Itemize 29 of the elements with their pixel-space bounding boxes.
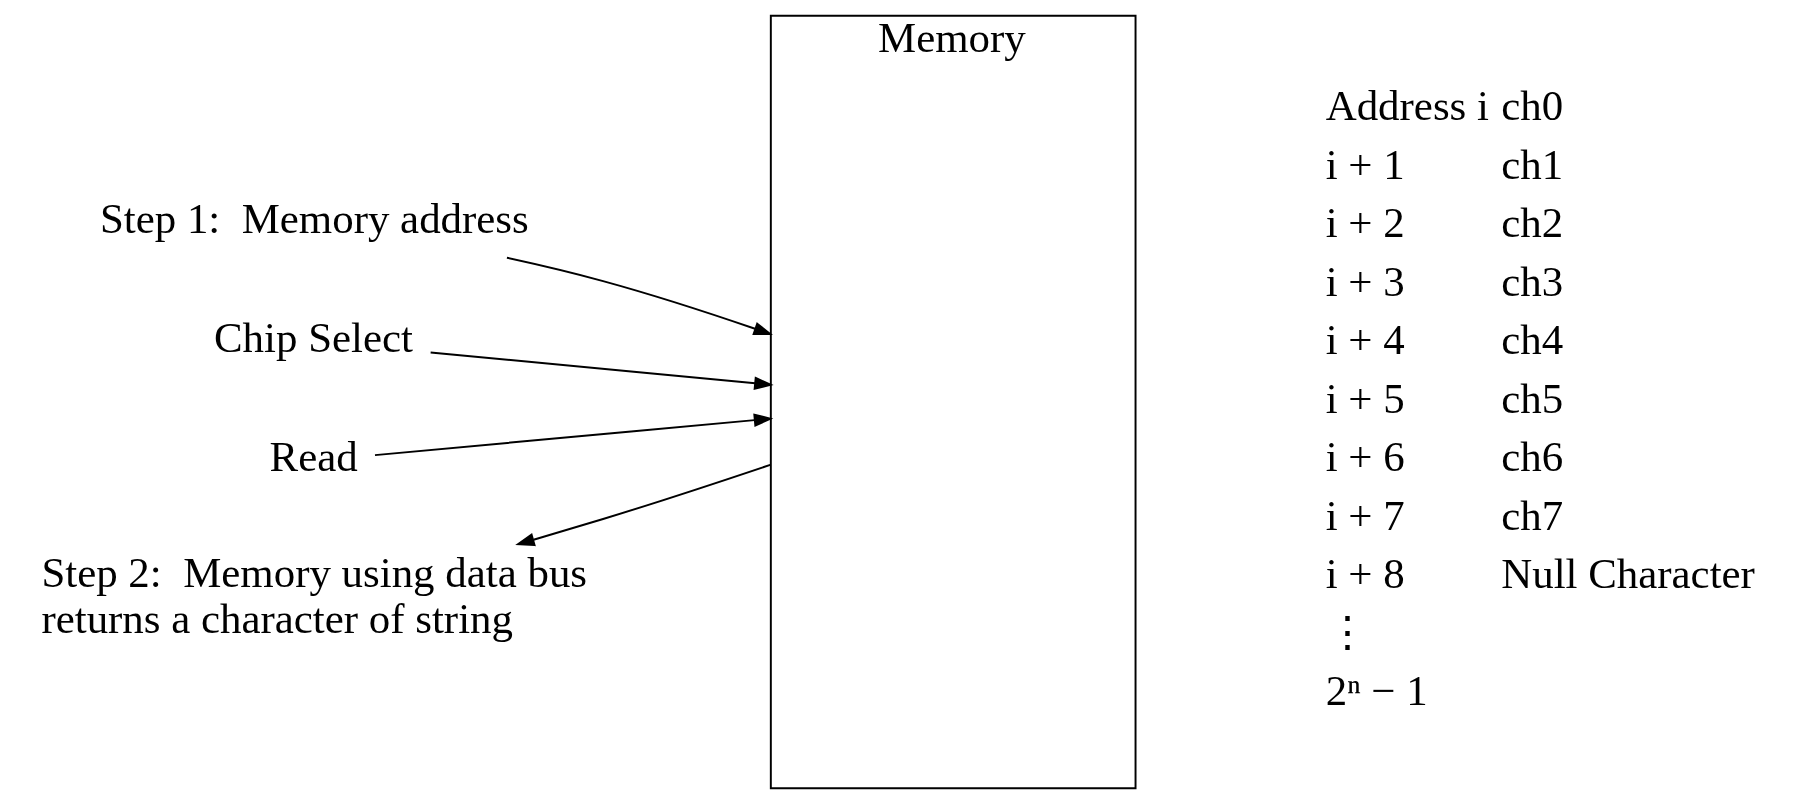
label: ⋮ <box>1325 608 1369 656</box>
label: Null Character <box>1500 550 1755 598</box>
label: ch1 <box>1500 140 1563 188</box>
label: i + 7 <box>1325 491 1405 539</box>
label: ch2 <box>1500 199 1563 247</box>
label: i + 4 <box>1325 316 1405 364</box>
label: i + 1 <box>1325 140 1405 188</box>
label: ch5 <box>1500 374 1563 422</box>
node-text: Step 1: Memory address <box>99 195 529 243</box>
node-text: Chip Select <box>213 314 413 362</box>
node-box: Memory <box>769 14 1136 790</box>
label: i + 8 <box>1325 550 1405 598</box>
label: ch6 <box>1500 433 1563 481</box>
label: i + 3 <box>1325 257 1405 305</box>
arrow <box>429 351 774 391</box>
label: i + 5 <box>1325 374 1405 422</box>
label: ch3 <box>1500 257 1563 305</box>
arrow <box>514 463 771 547</box>
arrow <box>373 413 773 457</box>
label: i + 6 <box>1325 433 1405 481</box>
label: Address i <box>1325 82 1489 130</box>
label: ch4 <box>1500 316 1563 364</box>
node-text: Read <box>269 433 358 481</box>
label: 2ⁿ − 1 <box>1325 667 1428 715</box>
label: ch7 <box>1500 491 1563 539</box>
label: i + 2 <box>1325 199 1405 247</box>
arrow <box>505 256 773 336</box>
node-text: Step 2: Memory using data bus returns a character of string <box>40 548 587 643</box>
label: ch0 <box>1500 82 1563 130</box>
